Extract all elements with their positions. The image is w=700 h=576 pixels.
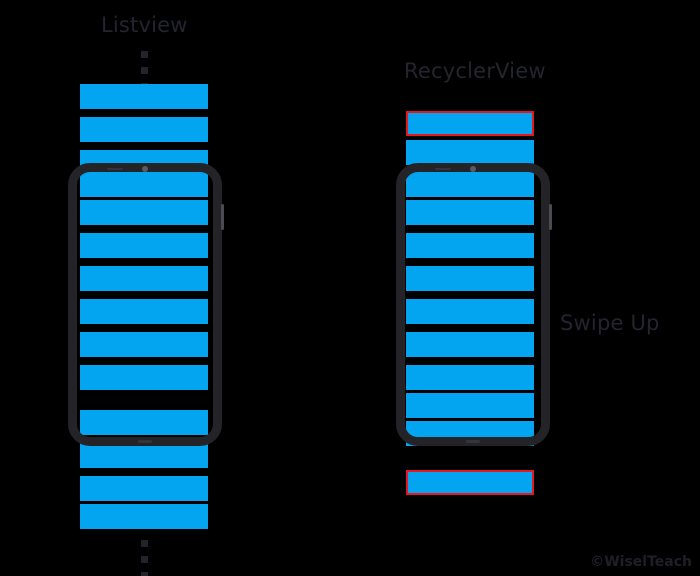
side-button-icon	[221, 204, 224, 230]
recyclerview-item[interactable]	[406, 393, 534, 418]
listview-item[interactable]	[80, 200, 208, 225]
recyclerview-item[interactable]	[406, 172, 534, 197]
listview-item[interactable]	[80, 332, 208, 357]
side-button-icon	[549, 204, 552, 230]
recyclerview-item[interactable]	[406, 200, 534, 225]
listview-item[interactable]	[80, 84, 208, 109]
recyclerview-item[interactable]	[406, 233, 534, 258]
speaker-grille-icon	[434, 168, 451, 170]
ellipsis-dot	[141, 51, 148, 58]
ellipsis-dot	[141, 540, 148, 547]
ellipsis-dot	[141, 572, 148, 576]
listview-item[interactable]	[80, 504, 208, 529]
recyclerview-title: RecyclerView	[404, 59, 546, 83]
listview-title: Listview	[101, 13, 188, 37]
recyclerview-item[interactable]	[406, 140, 534, 165]
recyclerview-item[interactable]	[406, 365, 534, 390]
ellipsis-bottom-icon	[141, 540, 148, 576]
recyclerview-item[interactable]	[406, 421, 534, 446]
listview-item[interactable]	[80, 410, 208, 435]
listview-item[interactable]	[80, 443, 208, 468]
recyclerview-item[interactable]	[406, 332, 534, 357]
listview-item[interactable]	[80, 476, 208, 501]
listview-item[interactable]	[80, 266, 208, 291]
listview-item[interactable]	[80, 172, 208, 197]
swipe-up-label: Swipe Up	[560, 311, 660, 335]
watermark: ©WiselTeach	[590, 554, 692, 570]
recyclerview-item[interactable]	[406, 266, 534, 291]
recyclerview-item[interactable]	[406, 470, 534, 495]
ellipsis-dot	[141, 67, 148, 74]
ellipsis-dot	[141, 556, 148, 563]
listview-item[interactable]	[80, 233, 208, 258]
recyclerview-item[interactable]	[406, 299, 534, 324]
listview-item[interactable]	[80, 365, 208, 390]
listview-item[interactable]	[80, 299, 208, 324]
listview-item[interactable]	[80, 117, 208, 142]
recyclerview-item[interactable]	[406, 111, 534, 136]
